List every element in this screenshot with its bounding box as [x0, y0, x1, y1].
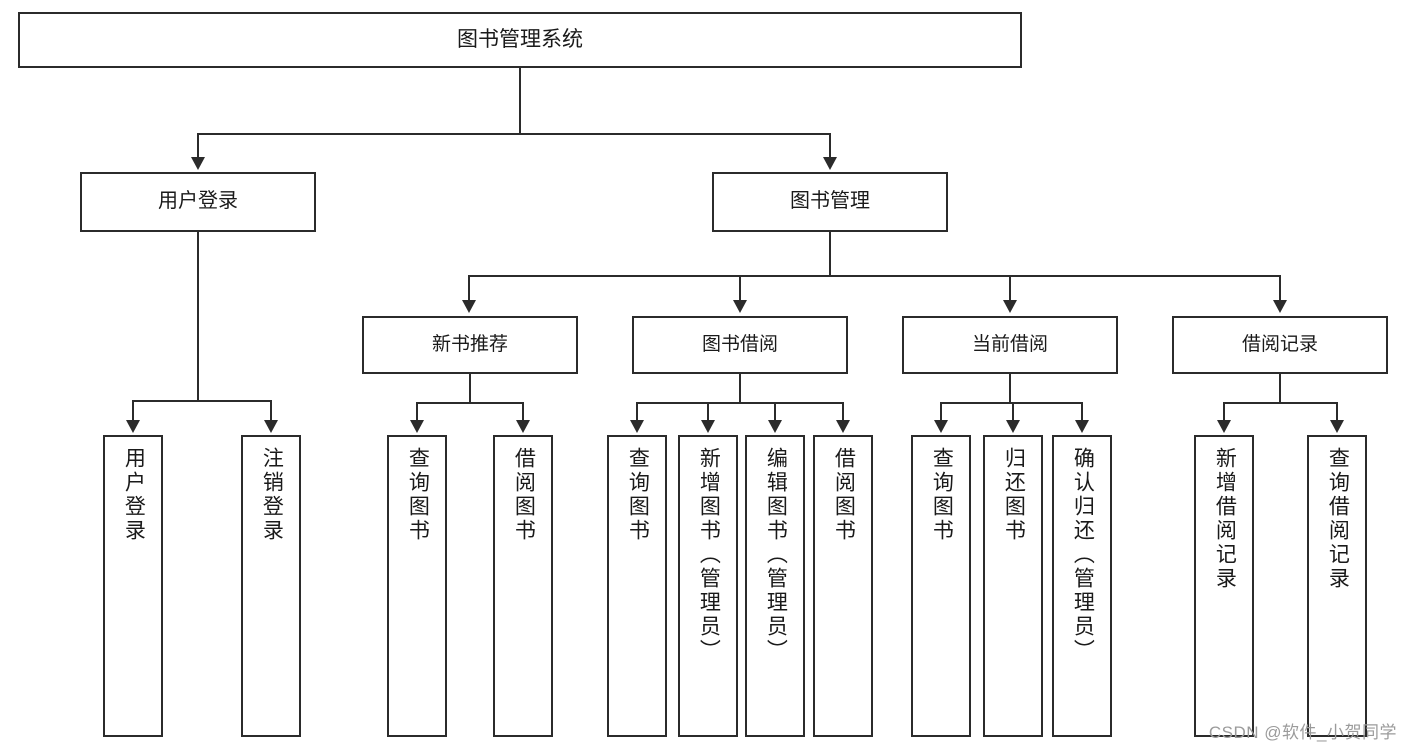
leaf-label: 新增图书（管理员）	[697, 447, 721, 663]
connector-user-login-to-leaf-1	[270, 400, 272, 422]
node-label: 图书管理	[790, 190, 870, 213]
leaf-current-borrow-return-book[interactable]: 归还图书	[983, 435, 1043, 737]
connector-root-to-book-management	[829, 133, 831, 159]
connector-current-borrow-bus	[940, 402, 1083, 404]
leaf-current-borrow-confirm-return-admin[interactable]: 确认归还（管理员）	[1052, 435, 1112, 737]
arrow-bm-to-borrow-record	[1273, 300, 1287, 313]
connector-book-borrow-to-leaf-2	[774, 402, 776, 422]
node-borrow-record[interactable]: 借阅记录	[1172, 316, 1388, 374]
connector-book-borrow-to-leaf-0	[636, 402, 638, 422]
node-user-login[interactable]: 用户登录	[80, 172, 316, 232]
leaf-label: 用户登录	[122, 447, 146, 543]
node-label: 借阅记录	[1241, 333, 1318, 355]
node-label: 用户登录	[158, 190, 238, 213]
connector-bm-to-current-borrow	[1009, 275, 1011, 301]
connector-root-stem	[519, 68, 521, 134]
arrow-book-borrow-to-leaf-3	[836, 420, 850, 433]
connector-book-borrow-bus	[636, 402, 844, 404]
leaf-user-login-logout[interactable]: 注销登录	[241, 435, 301, 737]
arrow-new-book-to-leaf-1	[516, 420, 530, 433]
leaf-label: 借阅图书	[832, 447, 856, 543]
leaf-user-login-user-login[interactable]: 用户登录	[103, 435, 163, 737]
node-root-book-management-system[interactable]: 图书管理系统	[18, 12, 1022, 68]
arrow-bm-to-book-borrow	[733, 300, 747, 313]
arrow-root-to-user-login	[191, 157, 205, 170]
arrow-borrow-record-to-leaf-1	[1330, 420, 1344, 433]
leaf-label: 注销登录	[260, 447, 284, 543]
arrow-user-login-to-leaf-0	[126, 420, 140, 433]
connector-current-borrow-to-leaf-2	[1081, 402, 1083, 422]
connector-root-to-user-login	[197, 133, 199, 159]
leaf-book-borrow-query-book[interactable]: 查询图书	[607, 435, 667, 737]
node-label: 当前借阅	[971, 333, 1048, 355]
connector-current-borrow-to-leaf-1	[1012, 402, 1014, 422]
connector-new-book-bus	[416, 402, 524, 404]
node-label: 新书推荐	[431, 333, 508, 355]
connector-borrow-record-to-leaf-1	[1336, 402, 1338, 422]
arrow-book-borrow-to-leaf-2	[768, 420, 782, 433]
arrow-user-login-to-leaf-1	[264, 420, 278, 433]
arrow-book-borrow-to-leaf-1	[701, 420, 715, 433]
leaf-label: 查询借阅记录	[1326, 447, 1350, 591]
node-book-borrow[interactable]: 图书借阅	[632, 316, 848, 374]
connector-book-borrow-to-leaf-1	[707, 402, 709, 422]
connector-bm-to-borrow-record	[1279, 275, 1281, 301]
connector-bm-to-book-borrow	[739, 275, 741, 301]
connector-book-borrow-to-leaf-3	[842, 402, 844, 422]
leaf-borrow-record-add-record[interactable]: 新增借阅记录	[1194, 435, 1254, 737]
arrow-current-borrow-to-leaf-2	[1075, 420, 1089, 433]
leaf-label: 查询图书	[930, 447, 954, 543]
leaf-label: 编辑图书（管理员）	[764, 447, 788, 663]
connector-current-borrow-stem	[1009, 374, 1011, 404]
connector-new-book-to-leaf-0	[416, 402, 418, 422]
arrow-bm-to-new-book	[462, 300, 476, 313]
arrow-bm-to-current-borrow	[1003, 300, 1017, 313]
connector-bm-to-new-book	[468, 275, 470, 301]
arrow-new-book-to-leaf-0	[410, 420, 424, 433]
connector-new-book-stem	[469, 374, 471, 404]
arrow-root-to-book-management	[823, 157, 837, 170]
leaf-label: 借阅图书	[512, 447, 536, 543]
connector-borrow-record-to-leaf-0	[1223, 402, 1225, 422]
leaf-label: 确认归还（管理员）	[1071, 447, 1095, 663]
node-label: 图书借阅	[701, 333, 778, 355]
connector-root-bus	[197, 133, 831, 135]
connector-user-login-to-leaf-0	[132, 400, 134, 422]
connector-book-borrow-stem	[739, 374, 741, 404]
connector-user-login-bus	[132, 400, 272, 402]
connector-new-book-to-leaf-1	[522, 402, 524, 422]
node-current-borrow[interactable]: 当前借阅	[902, 316, 1118, 374]
node-new-book-recommend[interactable]: 新书推荐	[362, 316, 578, 374]
csdn-watermark: CSDN @软件_小贺同学	[1208, 723, 1397, 742]
leaf-borrow-record-query-record[interactable]: 查询借阅记录	[1307, 435, 1367, 737]
arrow-current-borrow-to-leaf-1	[1006, 420, 1020, 433]
connector-user-login-stem	[197, 232, 199, 402]
arrow-borrow-record-to-leaf-0	[1217, 420, 1231, 433]
leaf-book-borrow-edit-book-admin[interactable]: 编辑图书（管理员）	[745, 435, 805, 737]
leaf-label: 查询图书	[626, 447, 650, 543]
leaf-label: 新增借阅记录	[1213, 447, 1237, 591]
connector-borrow-record-stem	[1279, 374, 1281, 404]
node-book-management[interactable]: 图书管理	[712, 172, 948, 232]
connector-book-management-stem	[829, 232, 831, 276]
leaf-label: 查询图书	[406, 447, 430, 543]
node-label: 图书管理系统	[457, 27, 583, 51]
leaf-new-book-query-book[interactable]: 查询图书	[387, 435, 447, 737]
connector-book-management-bus	[468, 275, 1280, 277]
leaf-book-borrow-borrow-book[interactable]: 借阅图书	[813, 435, 873, 737]
connector-borrow-record-bus	[1223, 402, 1338, 404]
leaf-current-borrow-query-book[interactable]: 查询图书	[911, 435, 971, 737]
arrow-current-borrow-to-leaf-0	[934, 420, 948, 433]
leaf-new-book-borrow-book[interactable]: 借阅图书	[493, 435, 553, 737]
arrow-book-borrow-to-leaf-0	[630, 420, 644, 433]
leaf-book-borrow-add-book-admin[interactable]: 新增图书（管理员）	[678, 435, 738, 737]
leaf-label: 归还图书	[1002, 447, 1026, 543]
connector-current-borrow-to-leaf-0	[940, 402, 942, 422]
